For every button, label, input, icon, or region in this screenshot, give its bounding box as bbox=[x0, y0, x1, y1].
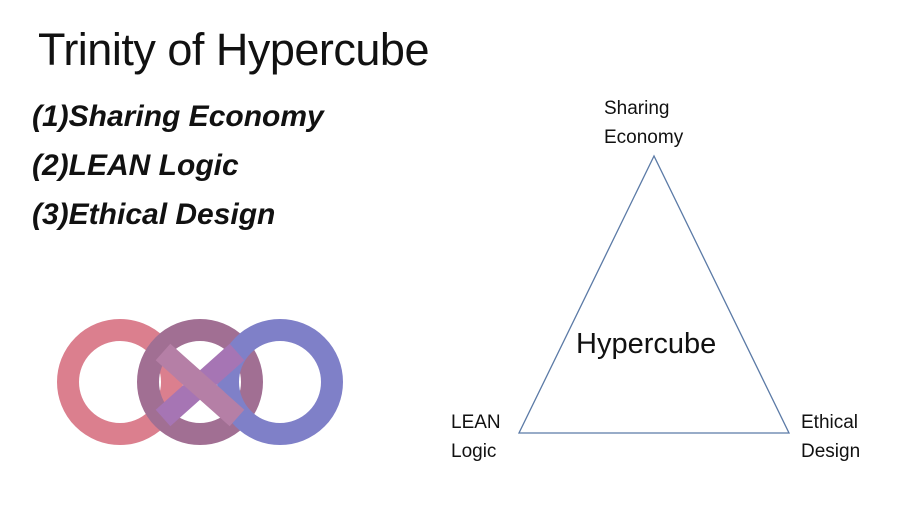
principle-sharing-economy: (1)Sharing Economy bbox=[32, 100, 324, 133]
principle-list: (1)Sharing Economy (2)LEAN Logic (3)Ethi… bbox=[32, 92, 324, 239]
vertex-label-line: Sharing bbox=[604, 98, 670, 119]
vertex-label-line: Logic bbox=[451, 441, 497, 462]
hypercube-center-label: Hypercube bbox=[576, 328, 717, 360]
slide-title: Trinity of Hypercube bbox=[38, 24, 429, 75]
vertex-label-line: LEAN bbox=[451, 412, 501, 433]
vertex-label-line: Economy bbox=[604, 127, 684, 148]
middle-ring bbox=[137, 319, 263, 445]
vertex-label-ethical-design: Ethical Design bbox=[801, 408, 860, 466]
vertex-label-line: Ethical bbox=[801, 412, 859, 433]
left-ring bbox=[57, 319, 183, 445]
vertex-label-line: Design bbox=[801, 441, 861, 462]
triple-interlocked-rings-icon bbox=[57, 319, 343, 445]
knot-band-a-overlay bbox=[175, 361, 225, 409]
triangle-outline bbox=[517, 154, 791, 434]
vertex-label-sharing-economy: Sharing Economy bbox=[604, 94, 683, 152]
principle-lean-logic: (2)LEAN Logic bbox=[32, 149, 239, 182]
vertex-label-lean-logic: LEAN Logic bbox=[451, 408, 501, 466]
principle-ethical-design: (3)Ethical Design bbox=[32, 198, 276, 231]
right-ring bbox=[217, 319, 343, 445]
